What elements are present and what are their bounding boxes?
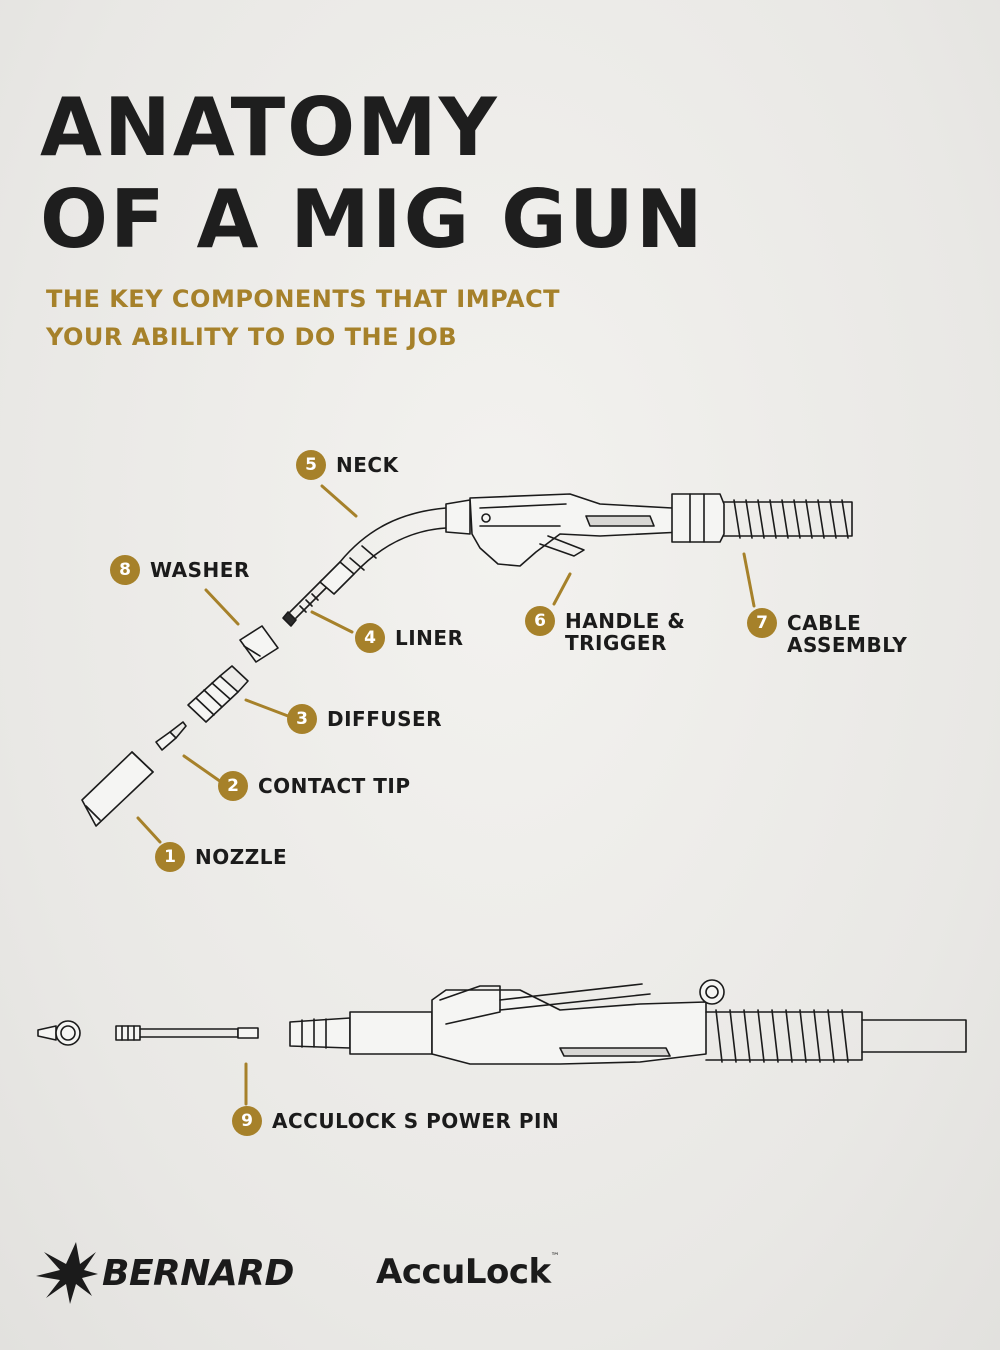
lower-gun-drawing: [289, 979, 967, 1065]
leader-lines: [136, 484, 756, 1106]
subtitle-line-2: YOUR ABILITY TO DO THE JOB: [46, 323, 458, 351]
neck-drawing: [319, 507, 447, 595]
callout-number-badge: 4: [355, 623, 385, 653]
callout-neck: 5 NECK: [296, 450, 399, 480]
callout-acculock-power-pin: 9 ACCULOCK S POWER PIN: [232, 1106, 559, 1136]
callout-liner: 4 LINER: [355, 623, 464, 653]
bernard-wordmark: BERNARD: [102, 1252, 294, 1294]
callout-contact-tip: 2 CONTACT TIP: [218, 771, 411, 801]
callout-number-badge: 2: [218, 771, 248, 801]
callout-diffuser: 3 DIFFUSER: [287, 704, 442, 734]
callout-label-line: NECK: [336, 453, 399, 477]
callout-label-line-1: HANDLE &: [565, 609, 686, 633]
contact-tip-drawing: [155, 721, 187, 751]
acculock-wordmark: AccuLock: [376, 1252, 551, 1292]
callout-label: DIFFUSER: [327, 704, 442, 730]
callout-label: HANDLE & TRIGGER: [565, 606, 685, 654]
handle-drawing: [445, 493, 683, 567]
callout-number-badge: 1: [155, 842, 185, 872]
bernard-logo: BERNARD: [36, 1240, 294, 1306]
callout-nozzle: 1 NOZZLE: [155, 842, 287, 872]
nozzle-drawing: [81, 751, 154, 827]
acculock-logo: AccuLock™: [376, 1252, 560, 1292]
page-title: ANATOMY OF A MIG GUN: [40, 82, 705, 266]
callout-label-line: NOZZLE: [195, 845, 288, 869]
callout-number-badge: 8: [110, 555, 140, 585]
liner-drawing: [282, 579, 329, 627]
callout-label-line: LINER: [395, 626, 464, 650]
washer-drawing: [239, 625, 279, 663]
callout-label: NECK: [336, 450, 399, 476]
callout-cable-assembly: 7 CABLE ASSEMBLY: [747, 608, 907, 656]
callout-label: WASHER: [150, 555, 250, 581]
callout-number-badge: 5: [296, 450, 326, 480]
page-subtitle: THE KEY COMPONENTS THAT IMPACT YOUR ABIL…: [46, 280, 560, 356]
diffuser-drawing: [187, 665, 249, 723]
callout-number-badge: 3: [287, 704, 317, 734]
callout-label-line: ACCULOCK S POWER PIN: [272, 1109, 560, 1133]
callout-label-line: DIFFUSER: [327, 707, 443, 731]
callout-label: NOZZLE: [195, 842, 287, 868]
title-line-1: ANATOMY: [40, 81, 499, 174]
acculock-trademark: ™: [550, 1252, 560, 1262]
callout-label: ACCULOCK S POWER PIN: [272, 1106, 559, 1132]
callout-label: CABLE ASSEMBLY: [787, 608, 907, 656]
callout-washer: 8 WASHER: [110, 555, 250, 585]
callout-label: LINER: [395, 623, 464, 649]
lower-consumables-drawing: [37, 1020, 259, 1046]
subtitle-line-1: THE KEY COMPONENTS THAT IMPACT: [46, 285, 561, 313]
title-line-2: OF A MIG GUN: [40, 173, 705, 266]
bernard-starburst-icon: [36, 1242, 98, 1304]
callout-label-line: CONTACT TIP: [258, 774, 411, 798]
callout-number-badge: 6: [525, 606, 555, 636]
callout-number-badge: 9: [232, 1106, 262, 1136]
callout-handle-trigger: 6 HANDLE & TRIGGER: [525, 606, 685, 654]
callout-label-line-2: ASSEMBLY: [787, 633, 908, 657]
cable-assembly-drawing: [671, 493, 853, 543]
callout-label: CONTACT TIP: [258, 771, 411, 797]
callout-label-line: WASHER: [150, 558, 250, 582]
callout-label-line-1: CABLE: [787, 611, 862, 635]
callout-number-badge: 7: [747, 608, 777, 638]
callout-label-line-2: TRIGGER: [565, 631, 667, 655]
